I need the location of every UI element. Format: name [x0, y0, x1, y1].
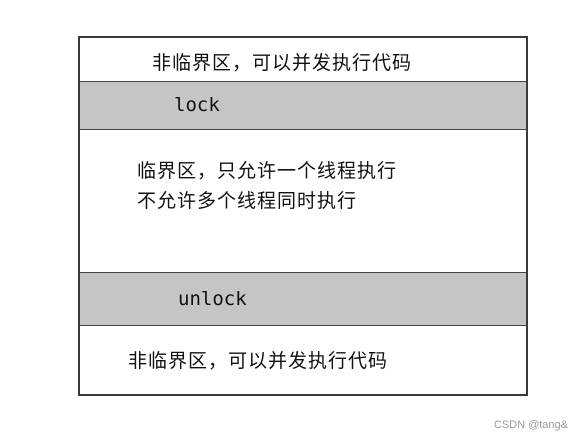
- csdn-watermark: CSDN @tang&: [493, 419, 568, 431]
- non-critical-section-bottom: 非临界区，可以并发执行代码: [80, 326, 526, 396]
- lock-label: lock: [174, 94, 220, 116]
- non-critical-text-top: 非临界区，可以并发执行代码: [152, 52, 413, 74]
- critical-text-line2: 不允许多个线程同时执行: [137, 190, 358, 212]
- non-critical-text-bottom: 非临界区，可以并发执行代码: [128, 350, 389, 372]
- lock-section: lock: [80, 82, 526, 130]
- unlock-label: unlock: [178, 288, 247, 310]
- unlock-section: unlock: [80, 272, 526, 326]
- critical-text-line1: 临界区，只允许一个线程执行: [137, 160, 398, 182]
- lock-flow-diagram: 非临界区，可以并发执行代码 lock 临界区，只允许一个线程执行 不允许多个线程…: [78, 36, 528, 396]
- non-critical-section-top: 非临界区，可以并发执行代码: [80, 38, 526, 82]
- critical-section: 临界区，只允许一个线程执行 不允许多个线程同时执行: [80, 130, 526, 272]
